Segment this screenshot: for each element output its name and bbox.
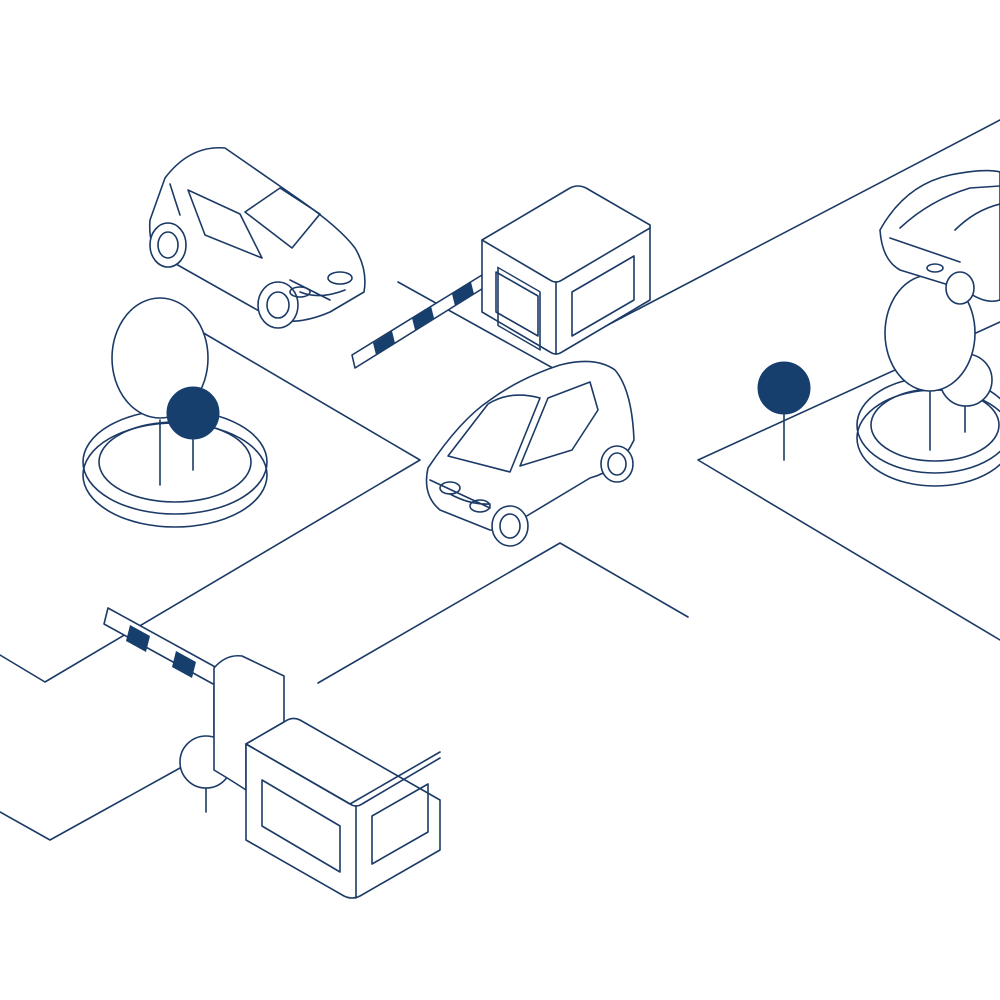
car-top-right (879, 169, 1000, 305)
car-top-left (148, 146, 366, 329)
map-pin-right (757, 361, 811, 461)
guard-booth-top (481, 185, 651, 355)
guard-booth-bottom (213, 654, 441, 899)
map-pin-icon (757, 361, 811, 415)
tree-right (856, 274, 1000, 487)
tree-left (82, 297, 268, 528)
parking-barrier-bottom (103, 607, 233, 813)
parking-barrier-top (351, 274, 486, 369)
map-pin-icon (166, 386, 220, 440)
car-center (425, 360, 635, 547)
